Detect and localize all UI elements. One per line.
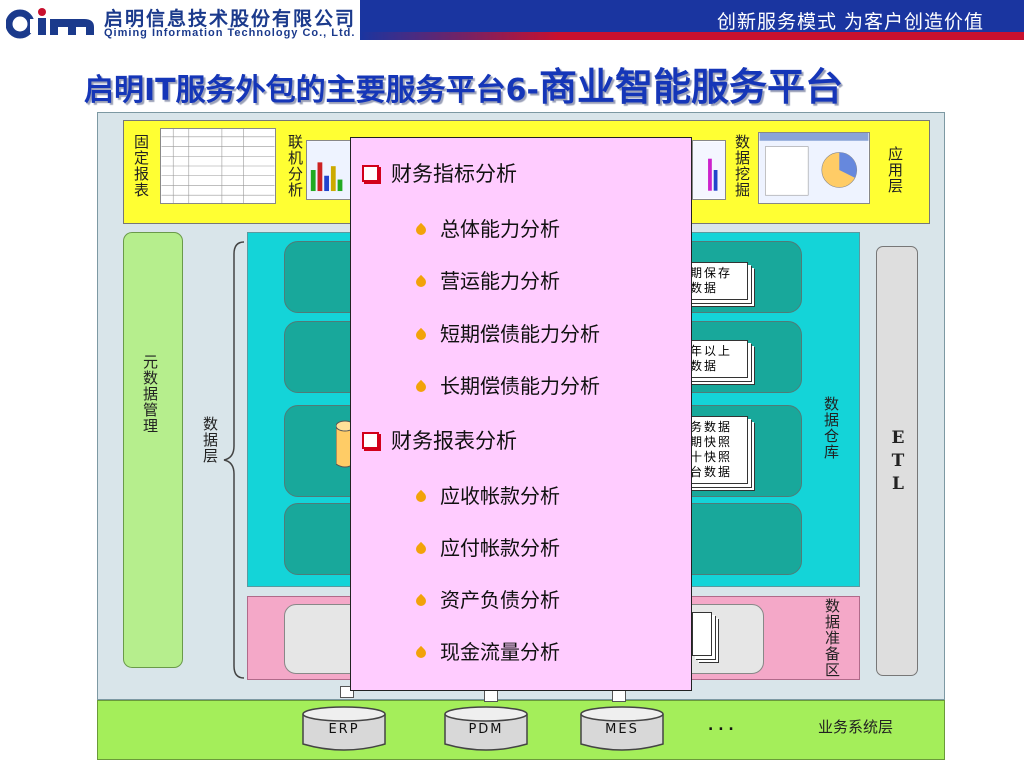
document-line: 务数据: [690, 420, 733, 434]
snapshot-data-document: 务数据 期快照 十快照 台数据: [684, 416, 748, 484]
historical-data-document: 期保存 数据: [684, 262, 748, 300]
etl-label: ETL: [888, 428, 908, 497]
metadata-management-panel: [123, 232, 183, 668]
fixed-report-thumbnail: [160, 128, 276, 204]
list-item: 短期偿债能力分析: [413, 318, 600, 347]
data-mining-thumbnail: [758, 132, 870, 204]
fixed-reports-label: 固定报表: [132, 134, 150, 198]
document-line: 年以上: [690, 344, 733, 358]
list-item-label: 应付帐款分析: [440, 536, 560, 560]
drop-bullet-icon: [413, 541, 429, 556]
data-mining-label: 数据挖掘: [733, 134, 751, 198]
metadata-management-label: 元数据管理: [141, 354, 159, 434]
page-title-main: 启明IT服务外包的主要服务平台6-: [84, 73, 539, 108]
drop-bullet-icon: [413, 593, 429, 608]
slogan: 创新服务模式 为客户创造价值: [716, 11, 984, 33]
data-staging-label: 数据准备区: [823, 598, 841, 678]
data-warehouse-label: 数据仓库: [822, 396, 840, 460]
mes-database-icon: [580, 706, 664, 751]
list-item: 营运能力分析: [413, 265, 560, 294]
document-line: 台数据: [690, 465, 733, 479]
list-item-label: 资产负债分析: [440, 588, 560, 612]
list-item: 现金流量分析: [413, 636, 560, 665]
mes-label: MES: [605, 722, 639, 737]
connector-icon: [484, 690, 498, 702]
erp-database-icon: [302, 706, 386, 751]
list-item: 总体能力分析: [413, 213, 560, 242]
olap-label: 联机分析: [286, 134, 304, 198]
financial-indicator-section: 财务指标分析: [362, 158, 517, 188]
etl-panel: [876, 246, 918, 676]
page-title: 启明IT服务外包的主要服务平台6-商业智能服务平台: [84, 56, 843, 111]
list-item: 长期偿债能力分析: [413, 370, 600, 399]
pdm-label: PDM: [468, 722, 504, 737]
list-item-label: 总体能力分析: [440, 217, 560, 241]
more-systems-ellipsis: . . .: [708, 718, 734, 734]
company-name-cn: 启明信息技术股份有限公司: [104, 8, 357, 30]
document-line: 数据: [690, 359, 719, 373]
document-line: 期保存: [690, 266, 733, 280]
document-line: 期快照: [690, 435, 733, 449]
list-item: 应付帐款分析: [413, 532, 560, 561]
data-layer-brace: [223, 241, 245, 679]
financial-report-section: 财务报表分析: [362, 425, 517, 455]
multi-year-data-document: 年以上 数据: [684, 340, 748, 378]
page-title-emphasis: 商业智能服务平台: [538, 65, 843, 109]
list-item-label: 应收帐款分析: [440, 484, 560, 508]
olap-chart-thumbnail: [306, 140, 352, 200]
checkbox-bullet-icon: [362, 165, 379, 182]
list-item-label: 短期偿债能力分析: [440, 322, 600, 346]
mining-side-thumbnail: [692, 140, 726, 200]
drop-bullet-icon: [413, 645, 429, 660]
list-item: 应收帐款分析: [413, 480, 560, 509]
section-title: 财务报表分析: [391, 429, 517, 453]
financial-analysis-panel: [350, 137, 692, 691]
checkbox-bullet-icon: [362, 432, 379, 449]
list-item-label: 现金流量分析: [440, 640, 560, 664]
drop-bullet-icon: [413, 489, 429, 504]
list-item-label: 长期偿债能力分析: [440, 374, 600, 398]
document-line: 十快照: [690, 450, 733, 464]
drop-bullet-icon: [413, 379, 429, 394]
drop-bullet-icon: [413, 274, 429, 289]
data-layer-label: 数据层: [201, 416, 219, 464]
list-item: 资产负债分析: [413, 584, 560, 613]
list-item-label: 营运能力分析: [440, 269, 560, 293]
pdm-database-icon: [444, 706, 528, 751]
staging-document-icon: [692, 612, 712, 656]
section-title: 财务指标分析: [391, 162, 517, 186]
erp-label: ERP: [328, 722, 360, 737]
document-line: 数据: [690, 281, 719, 295]
drop-bullet-icon: [413, 222, 429, 237]
header-accent-stripe: [360, 32, 1024, 40]
drop-bullet-icon: [413, 327, 429, 342]
business-system-layer-label: 业务系统层: [818, 718, 894, 736]
application-layer-label: 应用层: [886, 146, 904, 194]
company-logo: [6, 8, 94, 39]
company-name-en: Qiming Information Technology Co., Ltd.: [104, 27, 356, 39]
connector-icon: [612, 690, 626, 702]
